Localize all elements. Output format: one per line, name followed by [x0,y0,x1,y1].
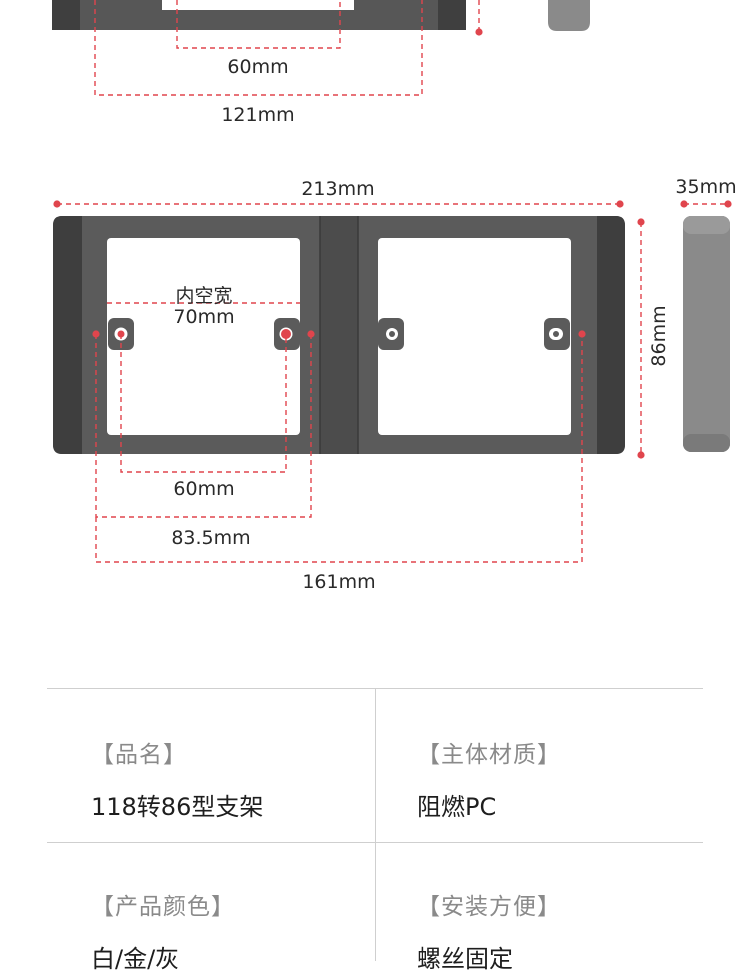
hole-spacing-dim-line [120,334,287,473]
spec-cell-color: 【产品颜色】 白/金/灰 [91,887,391,974]
spec-divider-vertical [375,689,376,961]
height-dim-dot-top [637,218,645,226]
top-bracket-opening [162,0,354,10]
spec-label: 【产品颜色】 [91,894,235,920]
width-dim-dot-left [53,200,61,208]
top-outer-dim-line [94,0,423,96]
top-inner-dim-line [176,0,341,49]
inner-width-label: 内空宽 [175,285,232,307]
mid-span-dim-label: 83.5mm [171,527,250,549]
spec-label: 【品名】 [91,742,187,768]
hole-spacing-dim-label: 60mm [173,478,234,500]
top-inner-dim-label: 60mm [227,56,288,78]
spec-value: 白/金/灰 [91,945,180,973]
right-opening [378,238,571,435]
total-span-dim-line [95,334,583,563]
bracket-right-end [597,216,625,454]
depth-dim-dot-right [724,200,732,208]
top-side-view [548,0,590,31]
width-dim-label: 213mm [301,178,374,200]
width-dim-dot-right [616,200,624,208]
height-dim-label: 86mm [648,305,670,366]
top-bracket-diagram: 60mm 121mm [52,0,590,126]
top-outer-dim-label: 121mm [221,104,294,126]
spec-cell-name: 【品名】 118转86型支架 [91,735,391,822]
right-screw-tab-2 [544,318,570,350]
bracket-left-end [53,216,82,454]
main-bracket-diagram: 213mm 35mm [53,176,737,593]
top-bracket-right-end [438,0,466,30]
top-bracket-body [52,0,466,30]
spec-value: 118转86型支架 [91,793,264,821]
spec-value: 阻燃PC [417,793,497,821]
spec-divider-horizontal [47,842,703,843]
side-view [683,216,730,452]
side-view-top-face [683,216,730,234]
spec-label: 【主体材质】 [417,742,561,768]
side-view-bottom-face [683,434,730,452]
spec-table: 【品名】 118转86型支架 【主体材质】 阻燃PC 【产品颜色】 白/金/灰 … [47,688,703,973]
top-height-dot [475,28,483,36]
depth-dim-dot-left [680,200,688,208]
depth-dim-label: 35mm [675,176,736,198]
left-screw-tab-2 [274,318,300,350]
bracket-center-joint [320,216,358,454]
inner-width-value: 70mm [173,306,234,328]
spec-cell-install: 【安装方便】 螺丝固定 [417,887,717,974]
right-screw-tab-1 [378,318,404,350]
height-dim-dot-bottom [637,451,645,459]
total-span-dim-label: 161mm [302,571,375,593]
top-bracket-left-end [52,0,80,30]
spec-label: 【安装方便】 [417,894,561,920]
spec-cell-material: 【主体材质】 阻燃PC [417,735,717,822]
mid-span-dim-line [95,334,312,518]
left-opening [107,238,300,435]
spec-value: 螺丝固定 [417,945,513,973]
